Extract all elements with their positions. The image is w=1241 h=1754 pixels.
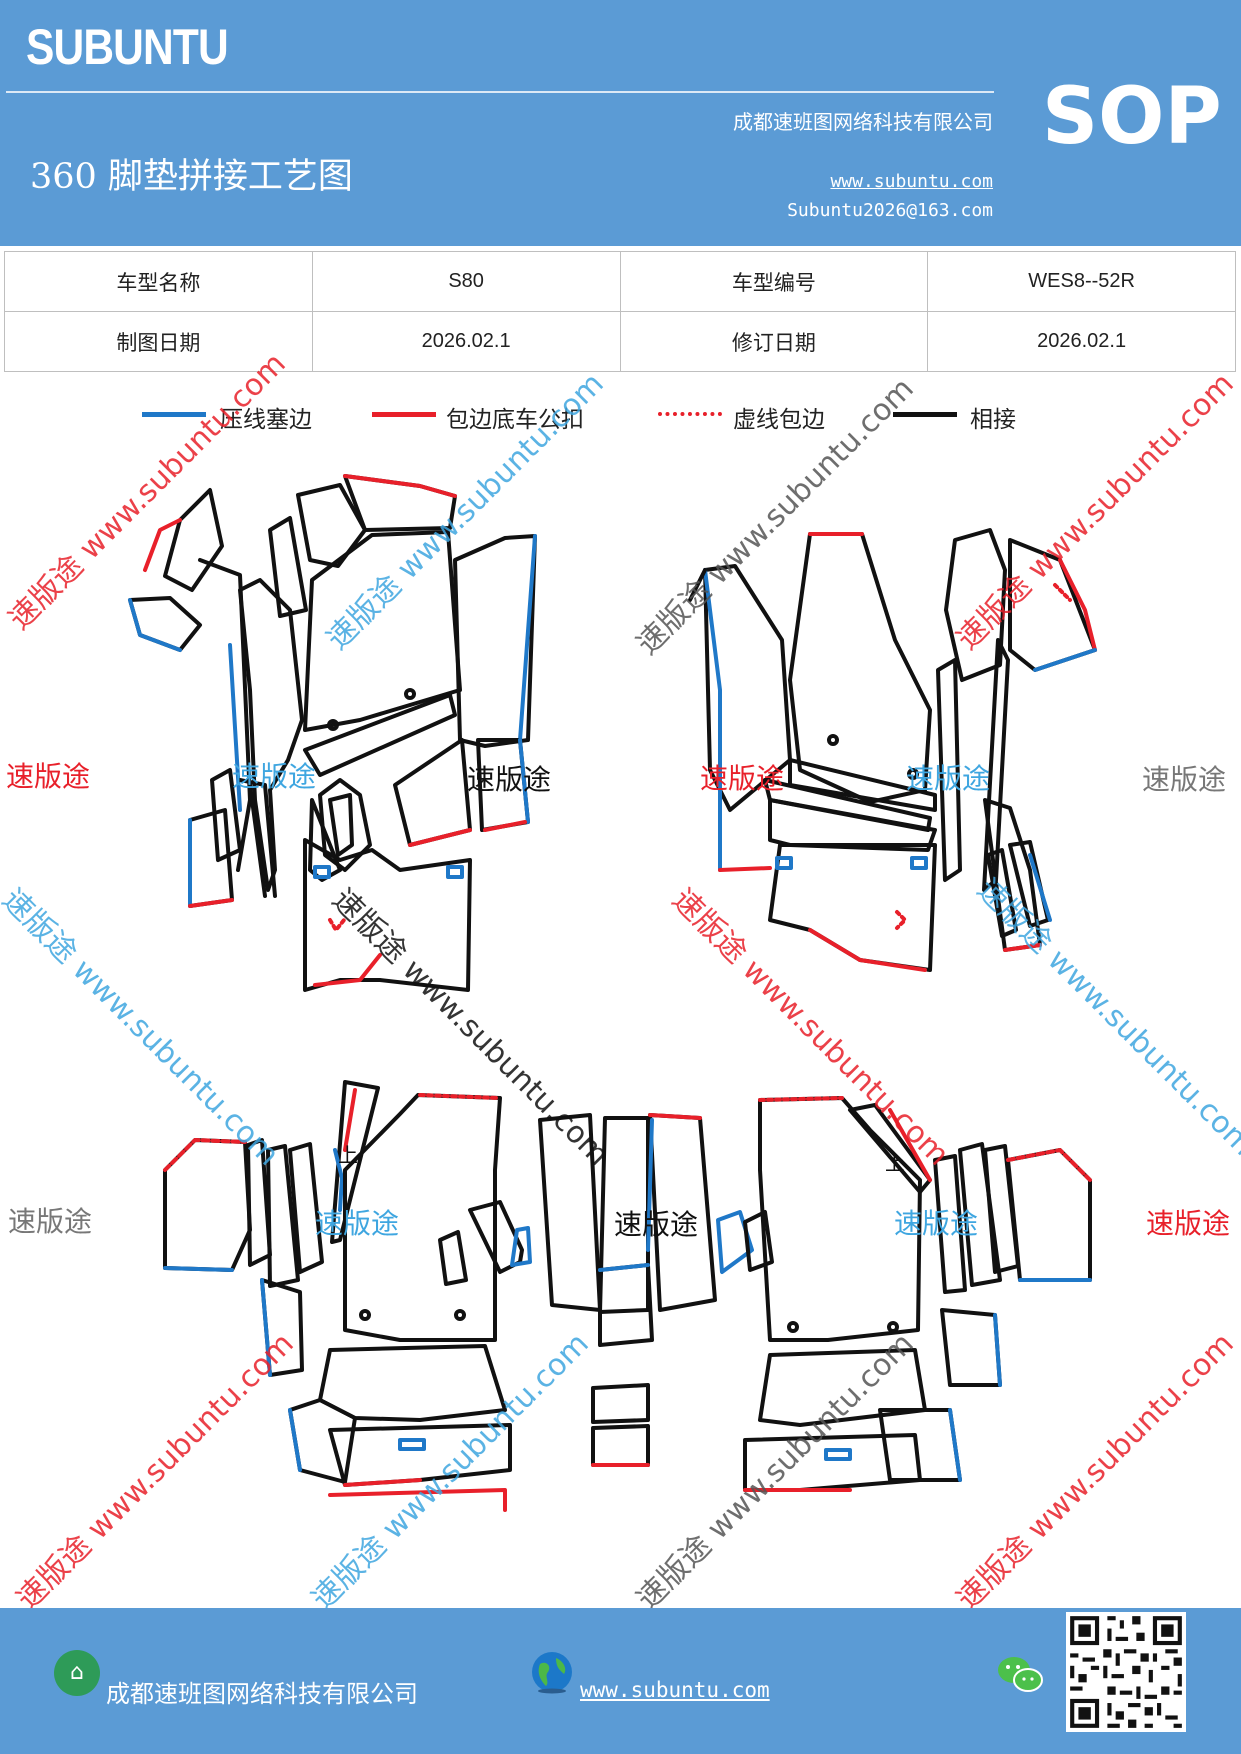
legend-label: 相接 [970,407,1016,433]
legend: 压线塞边 包边底车公扣 虚线包边 相接 [0,400,1241,440]
model-code-label: 车型编号 [619,251,929,312]
watermark-short: 速版途 [894,1207,979,1240]
watermark-short: 速版途 [1146,1207,1231,1240]
watermark-short: 速版途 [232,760,317,793]
pattern-piece [303,693,457,777]
front-left-mat-group [128,474,537,992]
pattern-piece [598,1263,654,1347]
footer-url-link[interactable]: www.subuntu.com [580,1678,770,1702]
watermark-short: 速版途 [614,1208,699,1241]
pattern-slot [910,856,928,870]
header-divider [6,91,994,93]
page-title: 360 脚垫拼接工艺图 [30,157,353,197]
rear-mat-group [163,1080,1092,1512]
globe-icon [532,1652,572,1694]
house-icon: ⌂ [54,1650,100,1696]
header-company: 成都速班图网络科技有限公司 [733,110,993,134]
pattern-piece [393,738,472,847]
legend-label: 虚线包边 [733,407,825,433]
pattern-hole [787,1321,799,1333]
header-url-link[interactable]: www.subuntu.com [830,171,993,192]
pattern-hole [827,734,839,746]
pattern-piece [944,528,1007,682]
header-banner: SUBUNTU 成都速班图网络科技有限公司 360 脚垫拼接工艺图 www.su… [0,0,1241,246]
draw-date-label: 制图日期 [4,311,313,372]
watermark-short: 速版途 [906,762,991,795]
wechat-icon [998,1657,1043,1692]
pattern-piece [318,778,372,872]
pattern-hole [404,688,416,700]
header-email: Subuntu2026@163.com [787,200,993,221]
vehicle-info-table: 车型名称 S80 车型编号 WES8--52R 制图日期 2026.02.1 修… [4,251,1236,372]
pattern-slot [775,856,793,870]
legend-label: 包边底车公扣 [446,407,584,433]
pattern-piece [163,488,224,592]
pattern-piece [210,768,242,862]
pattern-piece [743,1433,922,1492]
watermark-short: 速版途 [1142,763,1227,796]
pattern-hole [454,1309,466,1321]
pattern-hole [359,1309,371,1321]
pattern-piece [788,532,932,804]
piece-mark: 上 [338,1143,358,1167]
model-code-value: WES8--52R [927,251,1236,312]
floor-mat-pattern-diagram: 上 上 [128,474,1097,1512]
pattern-piece [343,1093,502,1342]
legend-swatch-red [372,412,436,417]
watermark-short: 速版途 [467,763,552,796]
pattern-piece [328,1423,512,1487]
footer-banner: ⌂ 成都速班图网络科技有限公司 www.subuntu.com [0,1608,1241,1754]
sop-badge: SOP [1042,72,1222,162]
brand-logo: SUBUNTU [26,19,229,75]
legend-swatch-black [893,412,957,417]
pattern-piece [933,1154,967,1294]
pattern-slot [313,865,331,879]
pattern-piece [238,578,304,892]
piece-mark: 上 [885,1151,905,1175]
watermark-short: 速版途 [8,1205,93,1238]
watermark-short: 速版途 [315,1207,400,1240]
pattern-piece [591,1383,650,1424]
pattern-hole [327,719,339,731]
revise-date-value: 2026.02.1 [927,311,1236,372]
legend-swatch-blue [142,412,206,417]
pattern-slot [446,865,464,879]
pattern-piece [330,1080,380,1244]
model-name-label: 车型名称 [4,251,313,312]
pattern-piece [468,1200,524,1274]
model-name-value: S80 [311,251,621,312]
table-row: 车型名称 S80 车型编号 WES8--52R [4,251,1236,312]
pattern-piece [591,1424,650,1467]
draw-date-value: 2026.02.1 [311,311,621,372]
watermark-short: 速版途 [6,760,91,793]
pattern-piece [128,596,202,652]
pattern-hole [907,768,919,780]
pattern-piece [268,516,308,618]
pattern-slot [824,1448,852,1461]
legend-label: 压线塞边 [220,407,312,433]
legend-swatch-red-dotted [658,412,722,416]
qr-code [1066,1612,1186,1732]
footer-company: 成都速班图网络科技有限公司 [106,1680,418,1708]
revise-date-label: 修订日期 [619,311,929,372]
table-row: 制图日期 2026.02.1 修订日期 2026.02.1 [4,311,1236,372]
pattern-piece [936,658,962,882]
front-right-mat-group [688,528,1097,972]
pattern-piece [758,1348,927,1427]
watermark-short: 速版途 [700,762,785,795]
pattern-slot [398,1438,426,1451]
pattern-piece [788,758,937,812]
pattern-hole [887,1321,899,1333]
